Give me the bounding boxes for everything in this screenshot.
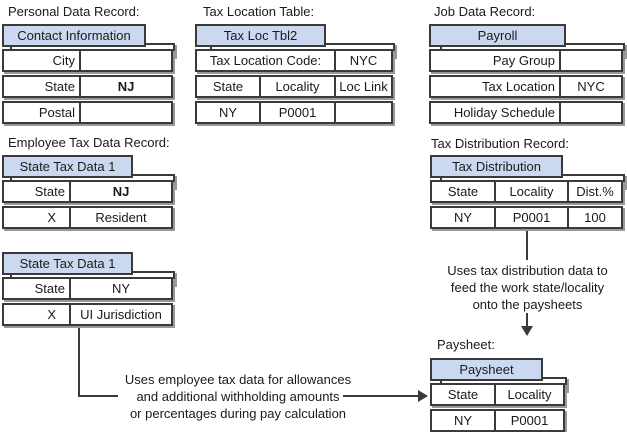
row-value: NY (453, 210, 473, 225)
row-value: P0001 (494, 208, 567, 227)
employee-tax-note: Uses employee tax data for allowances an… (118, 371, 358, 422)
table-header-row: State Locality Loc Link (195, 75, 393, 98)
column-header: State (447, 387, 479, 402)
table-row: State NJ (2, 180, 173, 203)
payroll-tab: Payroll (429, 24, 566, 47)
row-label: Pay Group (492, 53, 555, 68)
note-line: onto the paysheets (472, 297, 583, 312)
connector-line (526, 313, 528, 326)
personal-data-record-label: Personal Data Record: (8, 4, 140, 19)
row-value: 100 (567, 208, 621, 227)
connector-line (526, 229, 528, 260)
row-value: NJ (69, 182, 171, 201)
row-label: State (34, 184, 65, 199)
tax-location-table-label: Tax Location Table: (203, 4, 315, 19)
row-label: State (44, 79, 75, 94)
table-row: Tax Location NYC (429, 75, 623, 98)
note-line: or percentages during pay calculation (129, 406, 347, 421)
row-value: UI Jurisdiction (69, 305, 171, 324)
row-label: Postal (38, 105, 75, 120)
table-row: NY P0001 (430, 409, 565, 432)
row-value (79, 51, 171, 70)
state-tax-data-nj-tab: State Tax Data 1 (2, 155, 133, 178)
row-value: P0001 (494, 411, 563, 430)
row-value (559, 103, 621, 122)
table-row: State NY (2, 277, 173, 300)
row-value: NY (218, 105, 238, 120)
table-row: Pay Group (429, 49, 623, 72)
connector-line (343, 395, 419, 397)
column-header: Loc Link (334, 77, 391, 96)
tax-distribution-tab: Tax Distribution (430, 155, 563, 178)
note-line: and additional withholding amounts (136, 389, 340, 404)
table-row: NY P0001 100 (430, 206, 623, 229)
row-label: City (52, 53, 75, 68)
row-value: Resident (69, 208, 171, 227)
tax-distribution-note: Uses tax distribution data to feed the w… (430, 262, 625, 313)
row-label: Tax Location (482, 79, 555, 94)
connector-line (78, 395, 118, 397)
row-value: NYC (559, 77, 621, 96)
row-label: Tax Location Code: (209, 53, 322, 68)
table-row: Postal (2, 101, 173, 124)
row-value: NY (453, 413, 473, 428)
column-header: State (212, 79, 244, 94)
table-header-row: State Locality (430, 383, 565, 406)
row-value: NJ (79, 77, 171, 96)
right-arrow-icon (418, 390, 428, 402)
job-data-record-label: Job Data Record: (434, 4, 536, 19)
table-row: State NJ (2, 75, 173, 98)
row-value (559, 51, 621, 70)
table-row: X UI Jurisdiction (2, 303, 173, 326)
row-value (79, 103, 171, 122)
column-header: Locality (494, 182, 567, 201)
note-line: Uses employee tax data for allowances (124, 372, 352, 387)
connector-line (78, 326, 80, 397)
column-header: Dist.% (567, 182, 621, 201)
row-value (334, 103, 391, 122)
table-header-row: State Locality Dist.% (430, 180, 623, 203)
table-row: City (2, 49, 173, 72)
tax-distribution-record-label: Tax Distribution Record: (431, 136, 569, 151)
row-label: X (47, 210, 56, 225)
column-header: State (447, 184, 479, 199)
tax-loc-tbl2-tab: Tax Loc Tbl2 (195, 24, 326, 47)
row-label: Holiday Schedule (453, 105, 555, 120)
paysheet-label: Paysheet: (437, 337, 495, 352)
note-line: feed the work state/locality (450, 280, 605, 295)
down-arrow-icon (521, 326, 533, 336)
state-tax-data-ny-tab: State Tax Data 1 (2, 252, 133, 275)
row-value: NYC (334, 51, 391, 70)
column-header: Locality (494, 385, 563, 404)
contact-information-tab: Contact Information (2, 24, 146, 47)
table-row: NY P0001 (195, 101, 393, 124)
row-label: X (47, 307, 56, 322)
column-header: Locality (259, 77, 334, 96)
employee-tax-data-record-label: Employee Tax Data Record: (8, 135, 170, 150)
table-row: Holiday Schedule (429, 101, 623, 124)
paysheet-tab: Paysheet (430, 358, 543, 381)
row-label: State (34, 281, 65, 296)
note-line: Uses tax distribution data to (447, 263, 608, 278)
row-value: NY (69, 279, 171, 298)
table-row: Tax Location Code: NYC (195, 49, 393, 72)
table-row: X Resident (2, 206, 173, 229)
row-value: P0001 (259, 103, 334, 122)
